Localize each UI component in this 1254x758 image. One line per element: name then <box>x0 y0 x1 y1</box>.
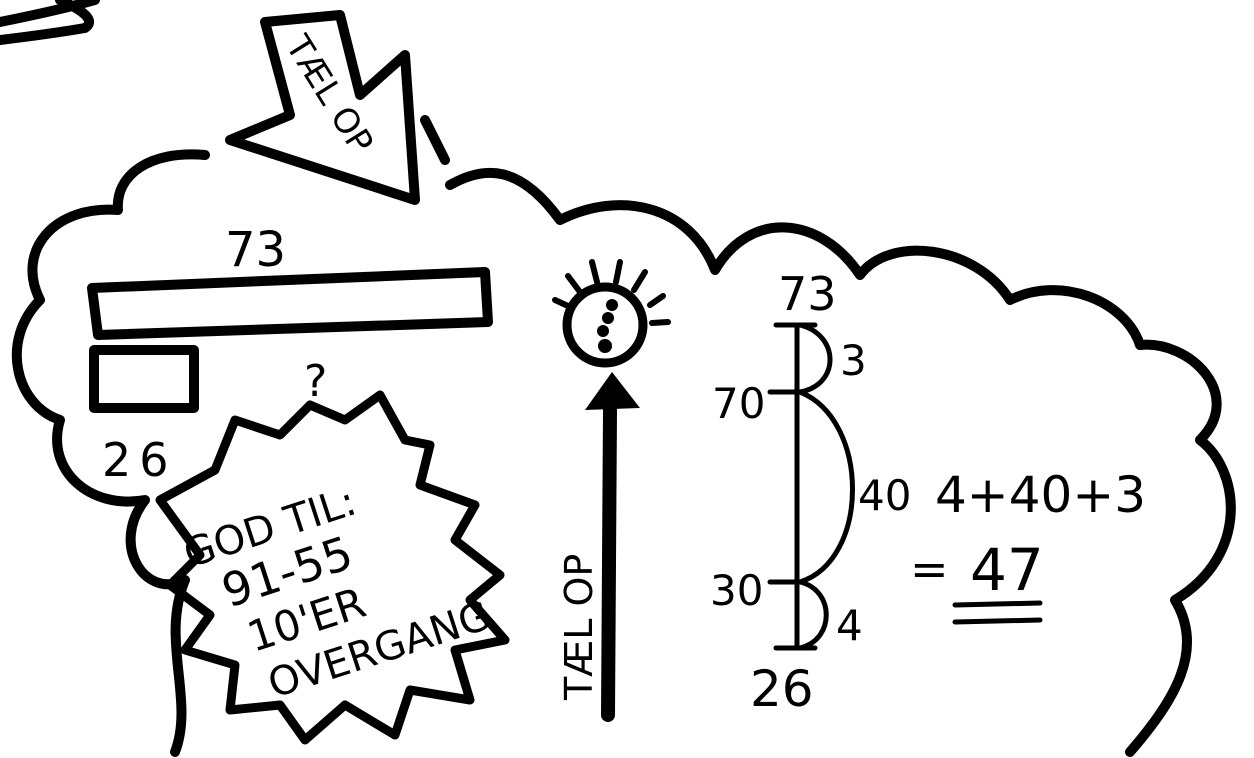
spiky-callout <box>155 390 510 745</box>
number-line-30: 30 <box>710 566 763 615</box>
jump-label-4: 4 <box>836 601 863 650</box>
jump-label-3: 3 <box>840 336 867 385</box>
jump-label-40: 40 <box>858 471 911 520</box>
long-bar-label: 73 <box>225 222 286 278</box>
result-underline-2 <box>952 617 1043 625</box>
calculation-result: 47 <box>970 536 1044 604</box>
number-line-bottom: 26 <box>750 660 814 718</box>
calculation-expression: 4+40+3 <box>935 466 1146 524</box>
result-underline-1 <box>952 600 1043 608</box>
callout-text: GOD TIL: 91-55 10'ER OVERGANG <box>178 479 496 708</box>
big-down-arrow <box>225 10 420 205</box>
unknown-label: ? <box>304 356 327 407</box>
number-line <box>767 322 855 651</box>
up-arrow-head <box>585 372 640 410</box>
up-arrow-label: TÆL OP <box>557 554 601 701</box>
short-bar <box>89 345 199 413</box>
long-bar <box>87 267 493 340</box>
up-arrow <box>601 403 617 722</box>
corner-stroke <box>0 0 100 45</box>
number-line-top: 73 <box>778 267 837 321</box>
lightbulb-icon <box>552 259 671 368</box>
equals-sign: = <box>910 542 949 596</box>
thought-cloud <box>11 115 1236 757</box>
number-line-70: 70 <box>712 379 765 428</box>
short-bar-label: 26 <box>102 433 177 487</box>
